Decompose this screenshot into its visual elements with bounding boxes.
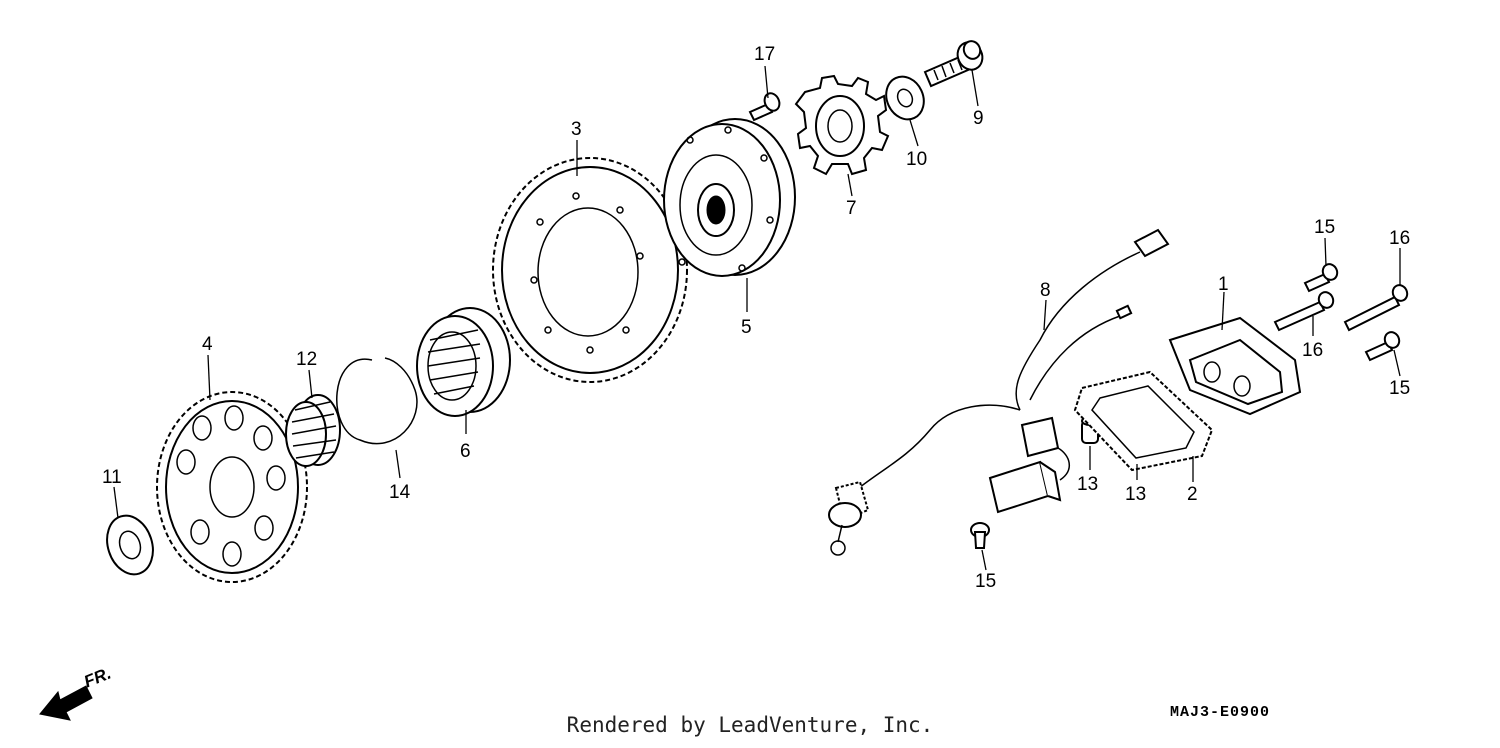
pulser-cover-part-1	[1168, 316, 1302, 416]
callout-10: 10	[906, 149, 927, 170]
callout-15-upper: 15	[1314, 217, 1335, 238]
flywheel-part-5	[663, 118, 796, 277]
bolt-part-15-right	[1364, 331, 1401, 362]
one-way-clutch-part-6	[416, 307, 511, 417]
lock-washer-part-11	[106, 514, 154, 576]
diagram-code: MAJ3-E0900	[1170, 704, 1271, 721]
snap-ring-part-14	[336, 357, 418, 445]
callout-11: 11	[102, 467, 122, 488]
starter-ring-gear-part-3	[492, 157, 688, 383]
callout-16-right: 16	[1389, 228, 1410, 249]
callout-2: 2	[1187, 484, 1198, 505]
bolt-part-17	[748, 92, 781, 122]
callout-17: 17	[754, 44, 775, 65]
callout-8: 8	[1040, 280, 1051, 301]
front-direction-arrow-icon	[39, 685, 93, 721]
wire-harness-part-8	[828, 228, 1170, 556]
callout-14: 14	[389, 482, 411, 503]
gasket-part-2	[1073, 370, 1214, 472]
pulser-generator	[988, 416, 1070, 514]
callout-12: 12	[296, 349, 317, 370]
callout-15-right: 15	[1389, 378, 1410, 399]
callout-6: 6	[460, 441, 471, 462]
callout-5: 5	[741, 317, 752, 338]
callout-16-left: 16	[1302, 340, 1323, 361]
callout-13-b: 13	[1125, 484, 1146, 505]
callout-13-a: 13	[1077, 474, 1098, 495]
pulser-rotor-part-7	[794, 74, 890, 176]
starter-driven-gear-part-4	[156, 391, 308, 583]
callout-3: 3	[571, 119, 582, 140]
bolt-part-15-upper	[1303, 263, 1339, 293]
bolt-part-16-left	[1273, 291, 1335, 332]
flange-bolt-part-9	[923, 40, 984, 88]
callout-4: 4	[202, 334, 213, 355]
footer-credit: Rendered by LeadVenture, Inc.	[566, 713, 934, 737]
leader-lines	[113, 65, 1401, 571]
callout-9: 9	[973, 108, 984, 129]
callout-7: 7	[846, 198, 857, 219]
bolt-part-15-lower	[970, 522, 990, 549]
washer-part-10	[885, 75, 925, 121]
bolt-part-16-right	[1343, 284, 1409, 332]
needle-bearing-part-12	[285, 394, 341, 467]
callout-15-lower: 15	[975, 571, 996, 592]
callout-1: 1	[1218, 274, 1229, 295]
